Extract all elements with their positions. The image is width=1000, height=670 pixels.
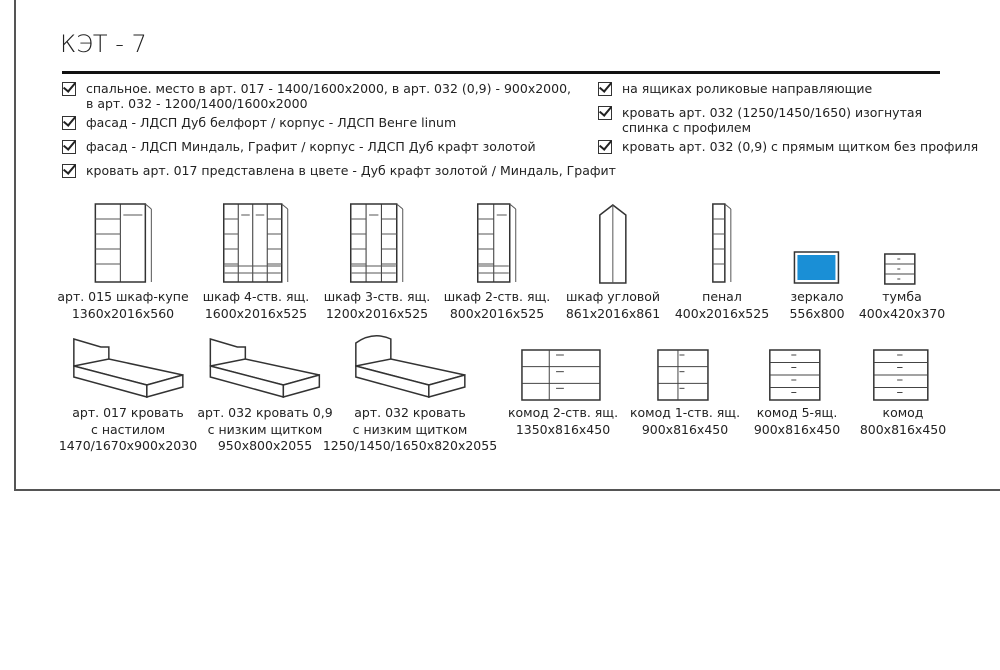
product-label: 861х2016х861 — [565, 305, 661, 321]
checkbox-checked-icon — [62, 164, 76, 178]
checkbox-checked-icon — [62, 140, 76, 154]
feature-text: кровать арт. 032 (1250/1450/1650) изогну… — [622, 105, 923, 120]
checkbox-checked-icon — [62, 82, 76, 96]
product-item: комод 5-ящ.900х816х450 — [754, 330, 840, 438]
feature-text: кровать арт. 017 представлена в цвете - … — [86, 163, 616, 178]
product-label: 800х2016х525 — [449, 305, 545, 321]
feature-item: кровать арт. 032 (1250/1450/1650) изогну… — [598, 105, 922, 135]
product-label: 950х800х2055 — [217, 438, 313, 453]
dresser-2-door-icon — [508, 330, 618, 405]
feature-text: кровать арт. 032 (0,9) с прямым щитком б… — [622, 139, 979, 154]
product-label: комод — [882, 405, 924, 420]
feature-text: фасад - ЛДСП Миндаль, Графит / корпус - … — [86, 139, 536, 154]
product-label: с низким щитком — [352, 421, 468, 437]
product-label: 800х816х450 — [859, 421, 947, 437]
checkbox-checked-icon — [598, 140, 612, 154]
checkbox-checked-icon — [62, 116, 76, 130]
product-label: пенал — [702, 289, 742, 304]
bed-icon — [59, 330, 197, 405]
product-label: комод 1-ств. ящ. — [629, 405, 741, 420]
product-label: 900х816х450 — [753, 421, 841, 437]
feature-text: фасад - ЛДСП Дуб белфорт / корпус - ЛДСП… — [86, 115, 457, 130]
product-label: шкаф 2-ств. ящ. — [443, 289, 551, 304]
wardrobe-coupe-icon — [57, 203, 188, 289]
product-label: арт. 017 кровать — [72, 405, 184, 420]
feature-text: спинка с профилем — [622, 120, 752, 135]
feature-text: в арт. 032 - 1200/1400/1600х2000 — [86, 96, 308, 111]
wardrobe-2-door-icon — [444, 203, 551, 289]
nightstand-icon — [859, 203, 945, 289]
product-label: арт. 032 кровать — [354, 405, 466, 420]
feature-text: спальное. место в арт. 017 - 1400/1600х2… — [86, 81, 572, 96]
product-item: комод 2-ств. ящ.1350х816х450 — [508, 330, 618, 438]
wardrobe-4-door-icon — [203, 203, 310, 289]
feature-item: кровать арт. 017 представлена в цвете - … — [62, 163, 616, 178]
mirror-icon — [789, 203, 844, 289]
product-label: с настилом — [90, 421, 166, 437]
bed-curved-icon — [323, 330, 497, 405]
product-label: 556х800 — [789, 305, 845, 321]
product-label: арт. 032 кровать 0,9 — [197, 405, 333, 420]
product-label: 1470/1670х900х2030 — [58, 438, 198, 453]
product-label: 1200х2016х525 — [325, 305, 429, 321]
product-label: шкаф 4-ств. ящ. — [202, 289, 310, 304]
wardrobe-3-door-icon — [324, 203, 431, 289]
corner-wardrobe-icon — [566, 203, 660, 289]
product-item: комод 1-ств. ящ.900х816х450 — [630, 330, 740, 438]
feature-item: на ящиках роликовые направляющие — [598, 81, 872, 96]
product-item: шкаф 4-ств. ящ.1600х2016х525 — [202, 203, 310, 322]
page-title: КЭТ - 7 — [60, 30, 147, 58]
pencil-case-icon — [675, 203, 769, 289]
product-item: шкаф 3-ств. ящ.1200х2016х525 — [323, 203, 431, 322]
feature-text: на ящиках роликовые направляющие — [622, 81, 873, 96]
product-item: шкаф 2-ств. ящ.800х2016х525 — [443, 203, 551, 322]
product-label: шкаф угловой — [565, 289, 661, 304]
dresser-5-drawer-icon — [754, 330, 840, 405]
product-label: с низким щитком — [207, 421, 323, 437]
product-label: 400х420х370 — [858, 305, 946, 321]
feature-item: фасад - ЛДСП Дуб белфорт / корпус - ЛДСП… — [62, 115, 456, 130]
feature-item: фасад - ЛДСП Миндаль, Графит / корпус - … — [62, 139, 536, 154]
product-label: арт. 015 шкаф-купе — [57, 289, 189, 304]
checkbox-checked-icon — [598, 106, 612, 120]
product-label: 1250/1450/1650х820х2055 — [322, 438, 498, 453]
catalog-frame — [14, 0, 1000, 491]
product-label: комод 5-ящ. — [756, 405, 838, 420]
bed-icon — [197, 330, 332, 405]
product-label: 1600х2016х525 — [204, 305, 308, 321]
product-label: 400х2016х525 — [674, 305, 770, 321]
feature-item: спальное. место в арт. 017 - 1400/1600х2… — [62, 81, 571, 111]
product-label: 1360х2016х560 — [71, 305, 175, 321]
dresser-icon — [860, 330, 946, 405]
product-label: 900х816х450 — [641, 421, 729, 437]
product-label: комод 2-ств. ящ. — [507, 405, 619, 420]
product-label: 1350х816х450 — [515, 421, 611, 437]
title-divider — [62, 71, 940, 74]
checkbox-checked-icon — [598, 82, 612, 96]
dresser-1-door-icon — [630, 330, 740, 405]
product-label: тумба — [882, 289, 922, 304]
product-label: шкаф 3-ств. ящ. — [323, 289, 431, 304]
feature-item: кровать арт. 032 (0,9) с прямым щитком б… — [598, 139, 978, 154]
product-label: зеркало — [790, 289, 844, 304]
